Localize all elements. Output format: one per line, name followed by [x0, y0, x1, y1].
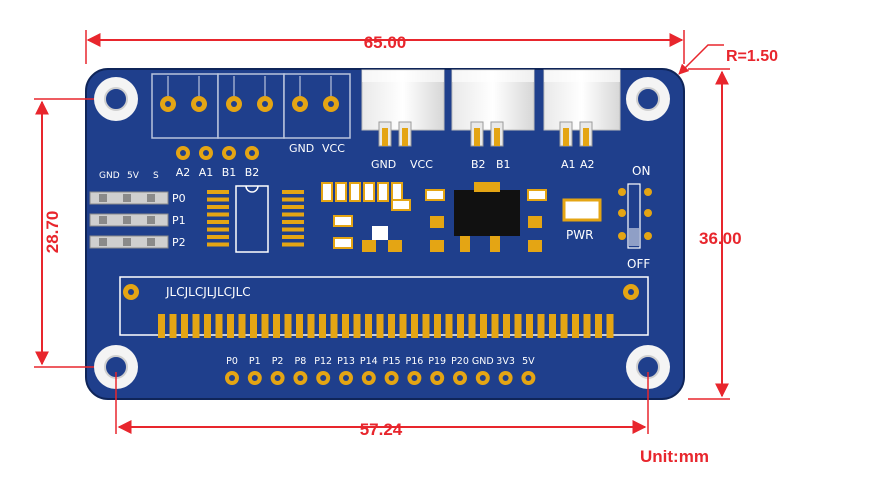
- mounting-hole-bottom-left: [94, 345, 138, 389]
- dimension-lines: 65.00 R=1.50 36.00 28.70 57.24 Unit:mm: [34, 30, 778, 466]
- power-terminal-label-vcc: VCC: [322, 142, 345, 155]
- edge-pin-label: P16: [405, 356, 423, 367]
- mounting-hole-bottom-right: [626, 345, 670, 389]
- silkscreen-brand: JLCJLCJLJLCJLC: [165, 285, 251, 299]
- motor-terminal-label: B2: [245, 166, 260, 179]
- motor-terminal-label: A2: [176, 166, 191, 179]
- edge-pin-label: P20: [451, 356, 469, 367]
- pwr-label: PWR: [566, 228, 593, 242]
- servo-col-label: 5V: [127, 171, 140, 181]
- connector-label: GND: [371, 158, 396, 171]
- switch-on-label: ON: [632, 164, 650, 178]
- servo-row-label: P1: [172, 214, 186, 227]
- edge-pin-label: P13: [337, 356, 355, 367]
- driver-ic: [207, 185, 304, 253]
- jst-connectors: [361, 69, 621, 147]
- edge-pin-label: P8: [295, 356, 307, 367]
- motor-header-holes: [176, 146, 259, 160]
- power-switch: [618, 183, 652, 249]
- servo-row-label: P0: [172, 192, 186, 205]
- servo-row-label: P2: [172, 236, 186, 249]
- smd-passives: [321, 182, 602, 252]
- connector-label: A2: [580, 158, 595, 171]
- radius-label: R=1.50: [726, 48, 778, 65]
- edge-pin-label: P2: [272, 356, 284, 367]
- mounting-hole-top-right: [626, 77, 670, 121]
- height-left-label: 28.70: [43, 211, 62, 254]
- edge-pin-label: 5V: [522, 356, 535, 367]
- edge-pin-label: P12: [314, 356, 332, 367]
- servo-col-label: S: [153, 171, 159, 181]
- edge-connector: [119, 276, 649, 338]
- width-top-label: 65.00: [364, 33, 407, 52]
- edge-pin-label: GND: [472, 356, 494, 367]
- connector-label: A1: [561, 158, 576, 171]
- connector-label: B2: [471, 158, 486, 171]
- screw-terminal-block: [151, 73, 351, 139]
- width-bottom-label: 57.24: [360, 420, 403, 439]
- unit-label: Unit:mm: [640, 447, 709, 466]
- motor-terminal-label: B1: [222, 166, 237, 179]
- height-right-label: 36.00: [699, 229, 742, 248]
- motor-terminal-label: A1: [199, 166, 214, 179]
- connector-label: B1: [496, 158, 511, 171]
- edge-pin-label: P19: [428, 356, 446, 367]
- edge-pin-label: P1: [249, 356, 261, 367]
- switch-off-label: OFF: [627, 257, 650, 271]
- power-terminal-label-gnd: GND: [289, 142, 314, 155]
- servo-header: [89, 191, 169, 249]
- pcb-board: [85, 68, 685, 400]
- connector-label: VCC: [410, 158, 433, 171]
- edge-pin-label: 3V3: [496, 356, 515, 367]
- edge-pin-row: [225, 371, 536, 385]
- mounting-hole-top-left: [94, 77, 138, 121]
- servo-col-label: GND: [99, 171, 120, 181]
- edge-pin-label: P14: [360, 356, 378, 367]
- edge-pin-label: P0: [226, 356, 238, 367]
- edge-pin-label: P15: [383, 356, 401, 367]
